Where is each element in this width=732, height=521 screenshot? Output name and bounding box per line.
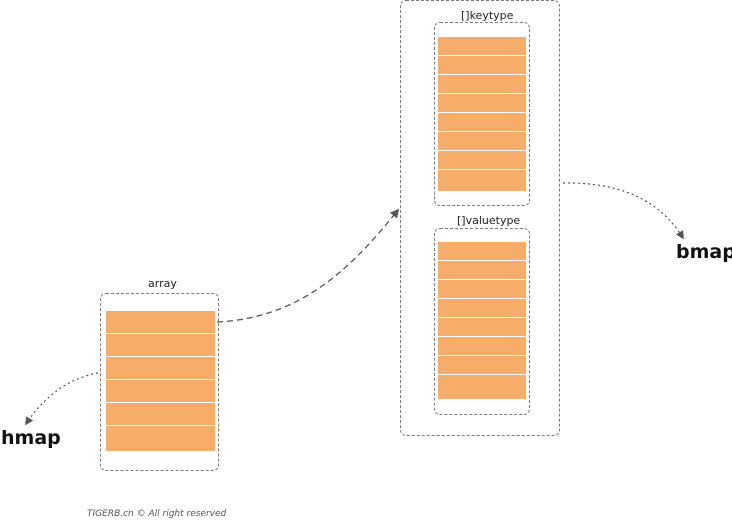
bucket-to-bmap-arrow xyxy=(562,182,684,240)
valuetype-slot xyxy=(438,356,526,375)
array-box xyxy=(100,293,219,471)
array-slot xyxy=(106,311,215,334)
array-slot xyxy=(106,426,215,451)
valuetype-slot xyxy=(438,280,526,299)
keytype-slot xyxy=(438,56,526,75)
array-slots xyxy=(106,311,215,454)
valuetype-slot xyxy=(438,318,526,337)
keytype-slot xyxy=(438,37,526,56)
valuetype-box xyxy=(434,228,530,415)
array-to-hmap-arrow xyxy=(25,372,99,426)
array-slot xyxy=(106,357,215,380)
keytype-slot xyxy=(438,170,526,191)
array-label: array xyxy=(148,277,177,290)
keytype-slot xyxy=(438,75,526,94)
keytype-slot xyxy=(438,132,526,151)
bucket-box xyxy=(400,0,560,436)
hmap-label: hmap xyxy=(1,427,61,449)
valuetype-slots xyxy=(438,242,526,402)
array-slot xyxy=(106,403,215,426)
array-slot xyxy=(106,334,215,357)
keytype-slot xyxy=(438,94,526,113)
keytype-label: []keytype xyxy=(461,9,514,22)
array-to-bucket-arrow xyxy=(216,208,400,323)
keytype-slot xyxy=(438,113,526,132)
valuetype-slot xyxy=(438,299,526,318)
keytype-box xyxy=(434,22,530,206)
valuetype-slot xyxy=(438,337,526,356)
valuetype-label: []valuetype xyxy=(457,214,521,227)
array-slot xyxy=(106,380,215,403)
valuetype-slot xyxy=(438,242,526,261)
valuetype-slot xyxy=(438,375,526,399)
valuetype-slot xyxy=(438,261,526,280)
keytype-slots xyxy=(438,37,526,195)
bmap-label: bmap xyxy=(676,241,732,263)
copyright-footer: TIGERB.cn © All right reserved xyxy=(87,509,227,519)
keytype-slot xyxy=(438,151,526,170)
